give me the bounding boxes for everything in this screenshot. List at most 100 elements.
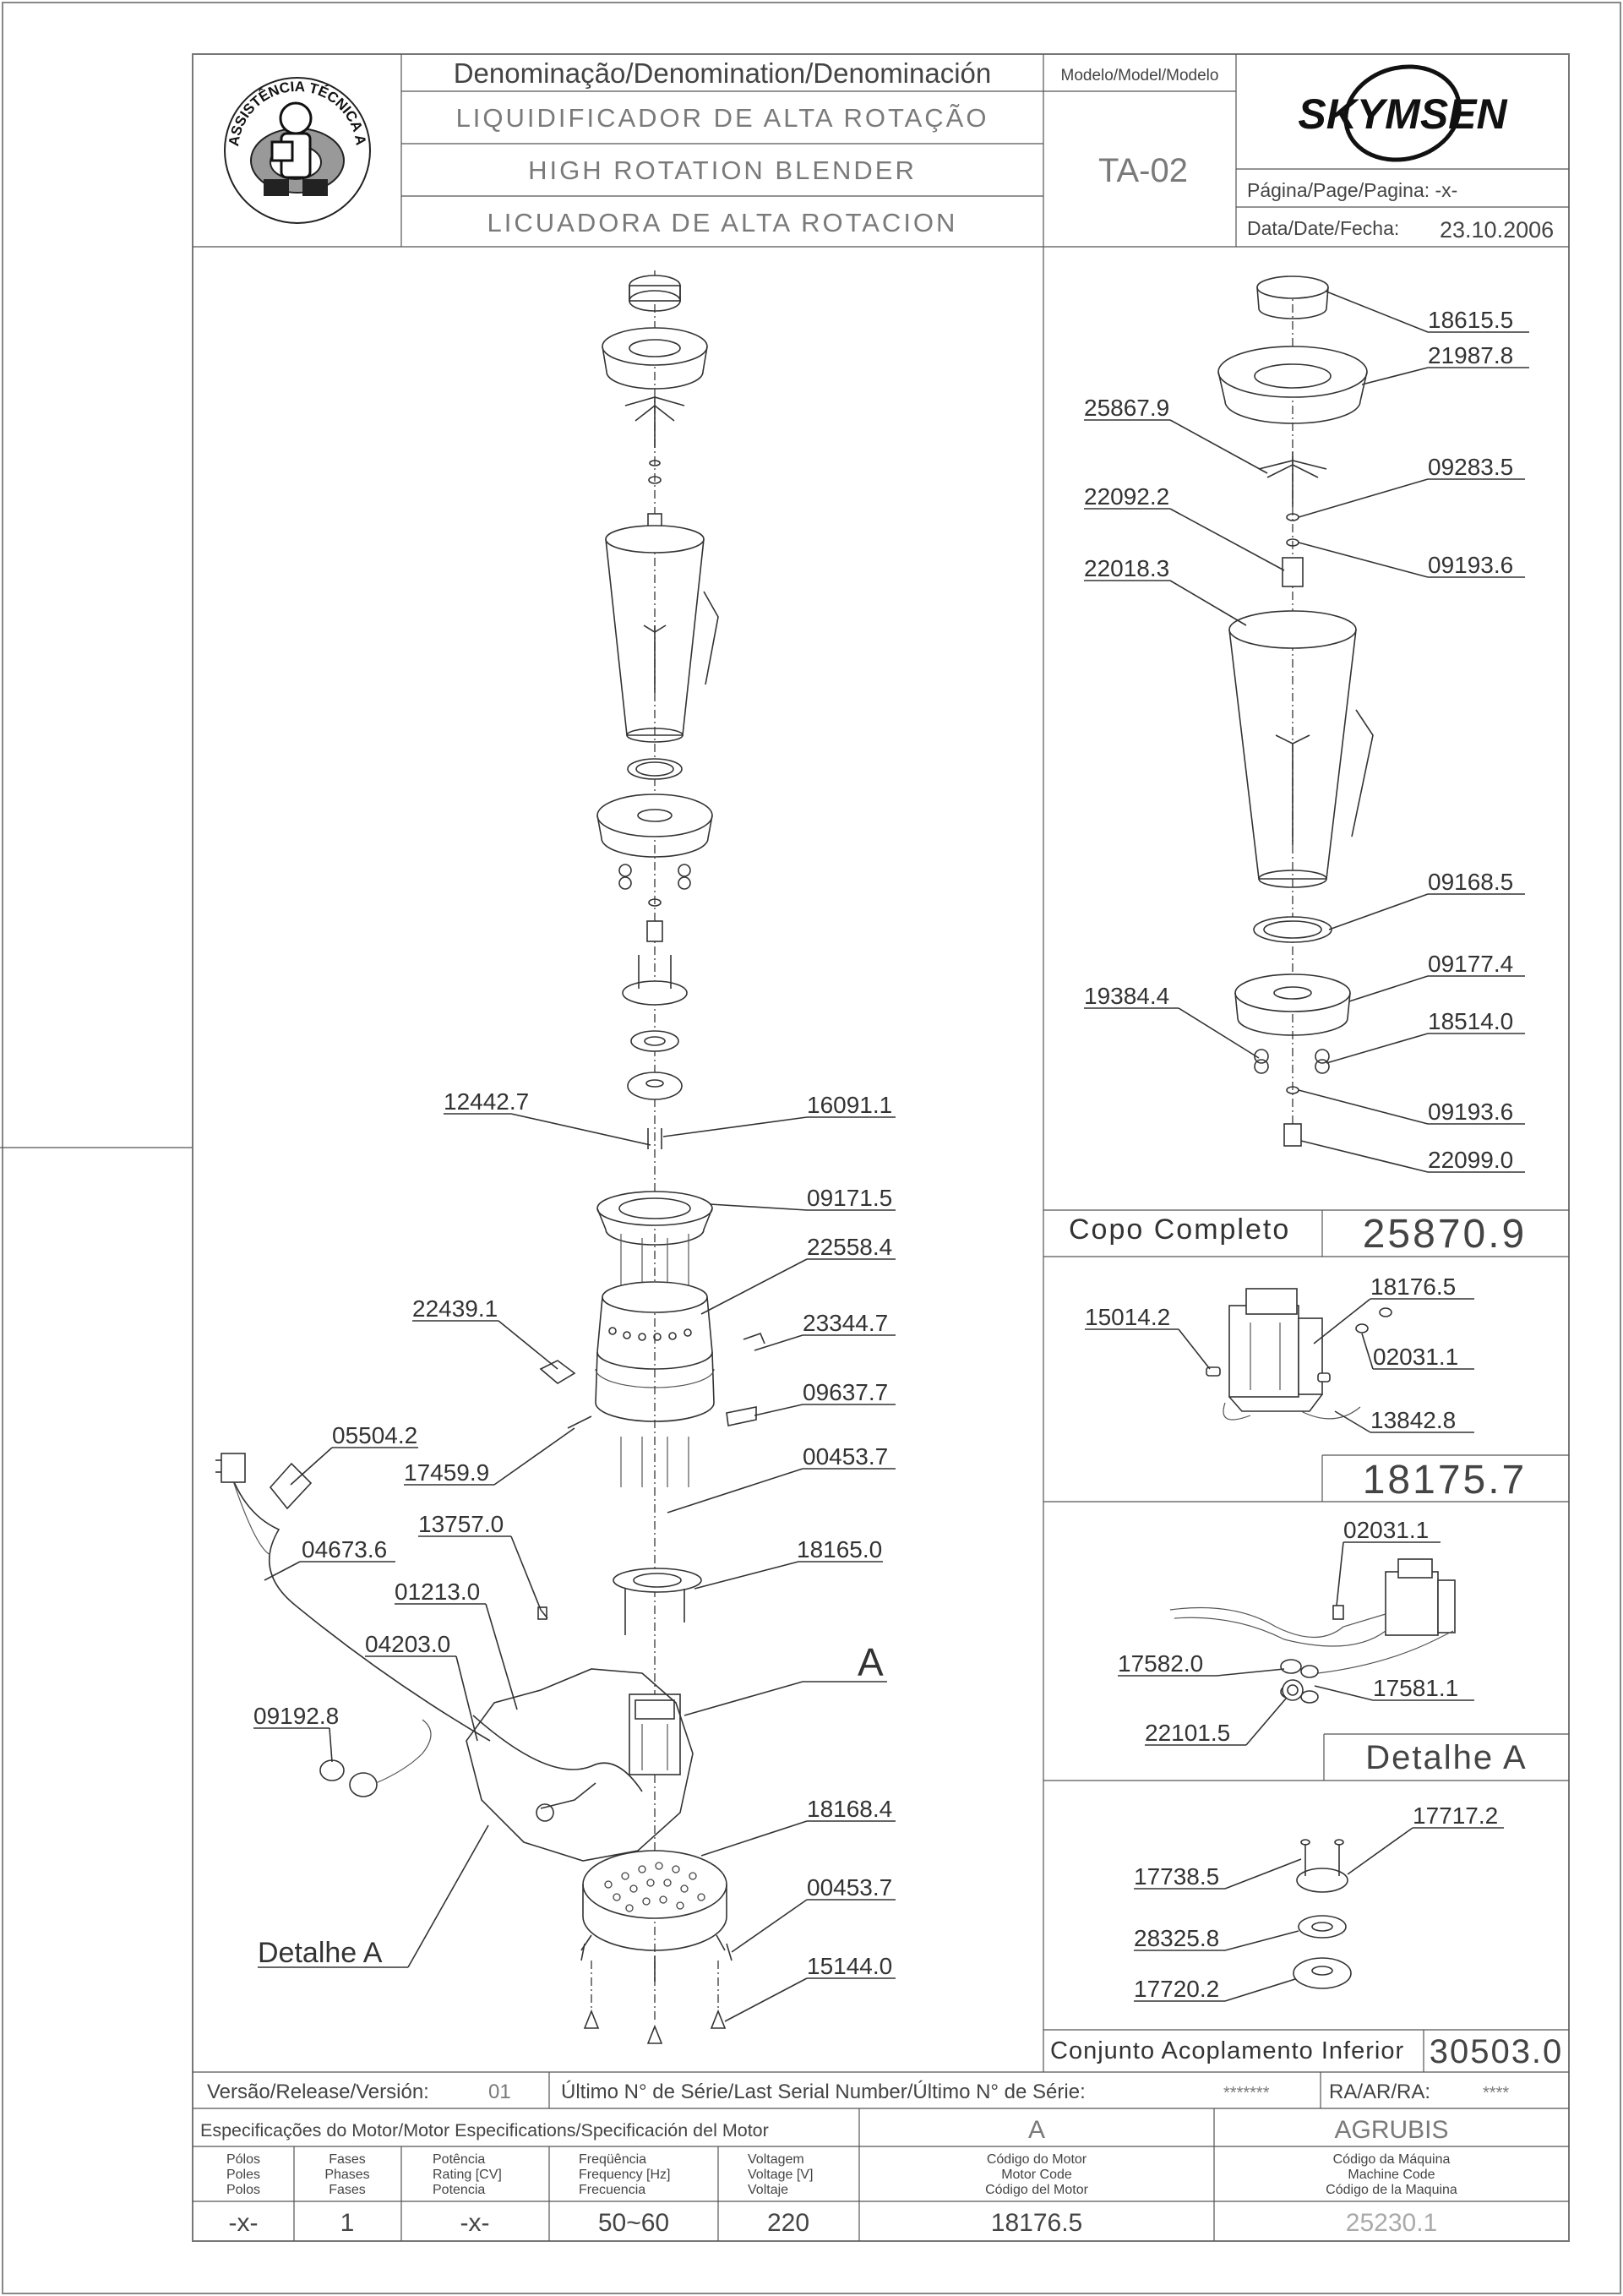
machine-spec-value: AGRUBIS xyxy=(1334,2116,1448,2144)
authorized-service-badge: ASSISTÊNCIA TÉCNICA AUTORIZADA xyxy=(0,0,371,224)
motor-code-value: 18176.5 xyxy=(991,2209,1082,2237)
svg-text:Código del Motor: Código del Motor xyxy=(985,2183,1089,2197)
motor-panel: 18176.5 15014.2 02031.1 13842.8 18175.7 xyxy=(1043,1273,1569,1502)
date-label: Data/Date/Fecha: xyxy=(1247,217,1399,239)
part-12442-7: 12442.7 xyxy=(444,1088,529,1115)
svg-text:Motor Code: Motor Code xyxy=(1001,2168,1072,2182)
main-exploded-view xyxy=(215,270,765,2044)
part-19384-4: 19384.4 xyxy=(1084,983,1169,1009)
part-05504-2: 05504.2 xyxy=(332,1422,417,1448)
svg-text:Machine Code: Machine Code xyxy=(1348,2168,1435,2182)
part-00453-7-bottom: 00453.7 xyxy=(807,1874,892,1901)
phases-value: 1 xyxy=(340,2209,355,2237)
serial-value: ******* xyxy=(1223,2084,1270,2102)
date-value: 23.10.2006 xyxy=(1440,217,1554,243)
part-28325-8: 28325.8 xyxy=(1134,1925,1219,1951)
callout-a: A xyxy=(858,1640,884,1684)
part-15144-0: 15144.0 xyxy=(807,1953,892,1979)
coupling-code: 30503.0 xyxy=(1430,2033,1564,2070)
svg-text:Potência: Potência xyxy=(433,2152,485,2167)
ra-value: **** xyxy=(1483,2084,1509,2102)
motor-code: 18175.7 xyxy=(1363,1458,1528,1502)
part-09193-6-top: 09193.6 xyxy=(1428,552,1513,578)
frequency-value: 50~60 xyxy=(598,2209,669,2237)
svg-text:Pólos: Pólos xyxy=(226,2152,260,2167)
name-en: HIGH ROTATION BLENDER xyxy=(528,155,917,185)
name-pt: LIQUIDIFICADOR DE ALTA ROTAÇÃO xyxy=(456,103,989,133)
svg-text:Phases: Phases xyxy=(324,2168,369,2182)
part-00453-7-top: 00453.7 xyxy=(803,1443,888,1470)
model-label: Modelo/Model/Modelo xyxy=(1061,67,1219,85)
svg-text:Polos: Polos xyxy=(226,2183,260,2197)
spec-col-motor-code: Código do Motor Motor Code Código del Mo… xyxy=(985,2152,1089,2237)
part-22101-5: 22101.5 xyxy=(1145,1720,1230,1746)
detail-a-label: Detalhe A xyxy=(258,1937,383,1969)
voltage-value: 220 xyxy=(767,2209,809,2237)
detail-a-panel: 02031.1 17582.0 17581.1 22101.5 Detalhe … xyxy=(1043,1517,1569,1781)
svg-text:Freqüência: Freqüência xyxy=(579,2152,646,2167)
part-16091-1: 16091.1 xyxy=(807,1092,892,1118)
part-18165-0: 18165.0 xyxy=(797,1536,882,1562)
part-17582-0: 17582.0 xyxy=(1118,1650,1203,1677)
svg-text:Voltagem: Voltagem xyxy=(748,2152,804,2167)
part-18514-0: 18514.0 xyxy=(1428,1008,1513,1034)
svg-text:Código do Motor: Código do Motor xyxy=(987,2152,1087,2167)
part-13757-0: 13757.0 xyxy=(418,1511,504,1537)
part-09177-4: 09177.4 xyxy=(1428,951,1513,977)
part-22092-2: 22092.2 xyxy=(1084,483,1169,510)
version-label: Versão/Release/Versión: xyxy=(207,2081,429,2103)
svg-text:Rating [CV]: Rating [CV] xyxy=(433,2168,502,2182)
cup-panel: 18615.5 21987.8 25867.9 09283.5 22092.2 … xyxy=(1043,275,1569,1257)
part-18176-5: 18176.5 xyxy=(1370,1273,1456,1300)
cup-code: 25870.9 xyxy=(1363,1212,1528,1257)
part-15014-2: 15014.2 xyxy=(1085,1304,1170,1330)
model-value: TA-02 xyxy=(1098,152,1188,189)
footer-table: Versão/Release/Versión: 01 Último N° de … xyxy=(193,2071,1569,2241)
part-09171-5: 09171.5 xyxy=(807,1185,892,1211)
part-09637-7: 09637.7 xyxy=(803,1379,888,1405)
part-22439-1: 22439.1 xyxy=(412,1295,498,1322)
svg-text:Potencia: Potencia xyxy=(433,2183,485,2197)
poles-value: -x- xyxy=(229,2209,259,2237)
part-17459-9: 17459.9 xyxy=(404,1459,489,1486)
title-block xyxy=(192,53,1570,2242)
part-09192-8: 09192.8 xyxy=(253,1703,339,1729)
main-part-labels: 12442.7 16091.1 09171.5 22558.4 22439.1 … xyxy=(253,1088,892,1979)
svg-text:Código de la Maquina: Código de la Maquina xyxy=(1326,2183,1457,2197)
svg-text:Voltaje: Voltaje xyxy=(748,2183,788,2197)
spec-col-poles: Pólos Poles Polos -x- xyxy=(226,2152,260,2237)
detail-part-02031-1: 02031.1 xyxy=(1343,1517,1429,1543)
part-18615-5: 18615.5 xyxy=(1428,307,1513,333)
part-17738-5: 17738.5 xyxy=(1134,1863,1219,1890)
name-es: LICUADORA DE ALTA ROTACION xyxy=(487,208,958,237)
part-22018-3: 22018.3 xyxy=(1084,555,1169,581)
svg-text:Frequency [Hz]: Frequency [Hz] xyxy=(579,2168,670,2182)
spec-col-phases: Fases Phases Fases 1 xyxy=(324,2152,369,2237)
svg-text:Fases: Fases xyxy=(329,2152,366,2167)
part-17717-2: 17717.2 xyxy=(1413,1802,1498,1829)
spec-col-machine-code: Código da Máquina Machine Code Código de… xyxy=(1326,2152,1457,2237)
serial-label: Último N° de Série/Last Serial Number/Úl… xyxy=(561,2081,1086,2103)
part-17720-2: 17720.2 xyxy=(1134,1976,1219,2002)
coupling-title: Conjunto Acoplamento Inferior xyxy=(1050,2037,1404,2064)
part-22558-4: 22558.4 xyxy=(807,1234,892,1260)
part-09193-6-bottom: 09193.6 xyxy=(1428,1099,1513,1125)
svg-text:Voltage [V]: Voltage [V] xyxy=(748,2168,813,2182)
ra-label: RA/AR/RA: xyxy=(1329,2081,1430,2103)
version-value: 01 xyxy=(488,2081,511,2103)
part-04673-6: 04673.6 xyxy=(302,1536,387,1562)
motor-spec-value: A xyxy=(1028,2116,1045,2144)
svg-text:Fases: Fases xyxy=(329,2183,366,2197)
spec-col-frequency: Freqüência Frequency [Hz] Frecuencia 50~… xyxy=(579,2152,670,2237)
part-17581-1: 17581.1 xyxy=(1373,1675,1458,1701)
part-04203-0: 04203.0 xyxy=(365,1631,450,1657)
part-18168-4: 18168.4 xyxy=(807,1796,892,1822)
part-22099-0: 22099.0 xyxy=(1428,1147,1513,1173)
svg-text:Poles: Poles xyxy=(226,2168,260,2182)
badge-text: ASSISTÊNCIA TÉCNICA AUTORIZADA xyxy=(0,0,369,147)
spec-col-rating: Potência Rating [CV] Potencia -x- xyxy=(433,2152,502,2237)
part-09283-5: 09283.5 xyxy=(1428,454,1513,480)
part-21987-8: 21987.8 xyxy=(1428,342,1513,368)
